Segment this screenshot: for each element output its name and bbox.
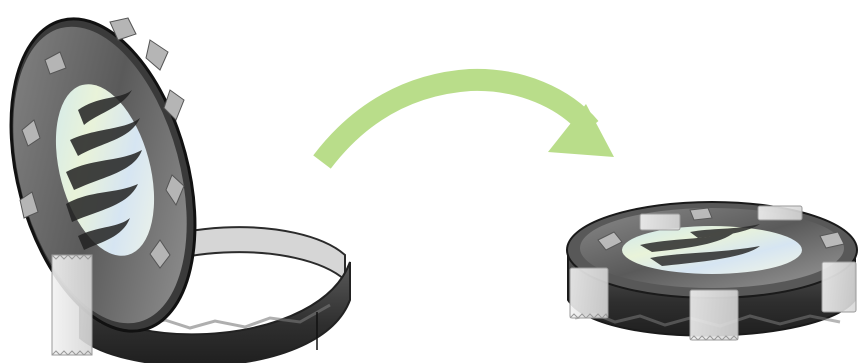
open-box xyxy=(0,0,350,363)
progress-arrow xyxy=(322,80,614,162)
lid-tape xyxy=(52,255,92,355)
closed-box xyxy=(567,202,857,340)
box-lid-disc xyxy=(0,0,227,355)
